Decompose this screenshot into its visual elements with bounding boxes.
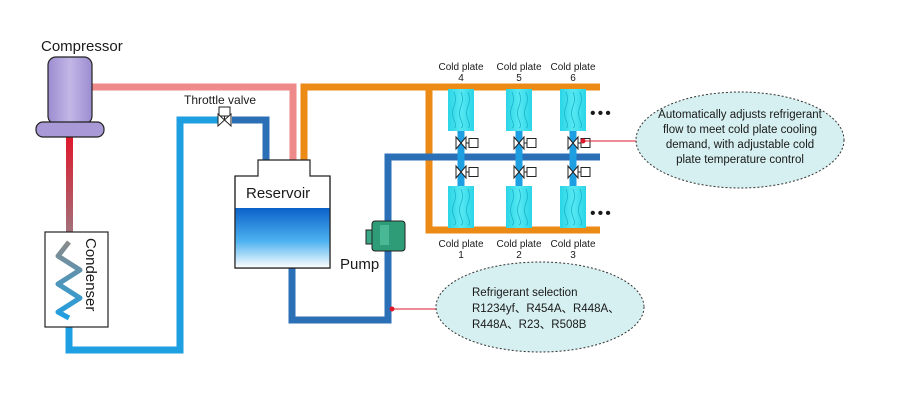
throttle-outlet-pipe: [232, 116, 270, 160]
hot-gas-pipe: [66, 137, 73, 242]
cold-plate-4[interactable]: [448, 89, 474, 131]
compressor[interactable]: [35, 56, 105, 138]
control-callout-dot: [580, 138, 586, 144]
cold-plate-label: Cold plate: [550, 239, 595, 250]
more-plates-ellipsis-top: •••: [590, 105, 613, 122]
discharge-pipe: [92, 83, 297, 160]
pump-label: Pump: [340, 256, 379, 273]
more-plates-ellipsis-bottom: •••: [590, 205, 613, 222]
cold-plate-texture: [510, 91, 528, 129]
cold-plate-array: [448, 89, 591, 228]
cold-plate-label: Cold plate: [496, 239, 541, 250]
cold-plate-labels-bottom: Cold plate 1 Cold plate 2 Cold plate 3: [438, 239, 595, 261]
cold-plate-texture: [564, 91, 582, 129]
cold-plate-2[interactable]: [506, 186, 532, 228]
control-callout-line-1: Automatically adjusts refrigerant: [658, 109, 822, 121]
cold-plate-1[interactable]: [448, 186, 474, 228]
refrigerant-callout-line-2: R1234yf、R454A、R448A、: [472, 303, 620, 315]
cold-plate-texture: [452, 91, 470, 129]
refrigerant-callout-line-1: Refrigerant selection: [472, 287, 577, 299]
cold-plate-label: Cold plate: [438, 62, 483, 73]
control-valve[interactable]: [455, 164, 467, 180]
cold-plate-number: 5: [516, 73, 522, 84]
return-manifold-pipe: [300, 83, 600, 234]
cold-plate-labels-top: Cold plate 4 Cold plate 5 Cold plate 6: [438, 62, 595, 84]
control-callout: Automatically adjusts refrigerant flow t…: [635, 91, 845, 189]
cold-plate-texture: [510, 188, 528, 226]
cold-plate-label: Cold plate: [550, 62, 595, 73]
valve-actuator: [468, 167, 479, 177]
cold-plate-5[interactable]: [506, 89, 532, 131]
cold-plate-label: Cold plate: [438, 239, 483, 250]
valve-actuator: [580, 167, 591, 177]
refrigerant-callout-line-3: R448A、R23、R508B: [472, 319, 587, 331]
cold-plate-number: 3: [570, 250, 576, 261]
control-valve[interactable]: [513, 135, 525, 151]
reservoir-label: Reservoir: [246, 185, 310, 202]
control-valve[interactable]: [567, 135, 579, 151]
valve-actuator: [526, 167, 537, 177]
throttle-valve-label: Throttle valve: [184, 93, 256, 107]
throttle-valve[interactable]: [217, 106, 232, 128]
reservoir[interactable]: [234, 159, 331, 269]
refrigerant-callout: Refrigerant selection R1234yf、R454A、R448…: [435, 261, 645, 353]
control-callout-line-3: demand, with adjustable cold: [666, 139, 814, 151]
liquid-line-pipe: [65, 116, 218, 354]
refrigerant-callout-dot: [389, 306, 395, 312]
valve-actuator: [468, 138, 479, 148]
cold-plate-texture: [452, 188, 470, 226]
cold-plate-number: 1: [458, 250, 464, 261]
condenser-label: Condenser: [82, 238, 99, 311]
cold-plate-number: 6: [570, 73, 576, 84]
control-valve[interactable]: [455, 135, 467, 151]
cold-plate-number: 2: [516, 250, 522, 261]
valve-actuator: [580, 138, 591, 148]
control-valve[interactable]: [513, 164, 525, 180]
cold-plate-number: 4: [458, 73, 464, 84]
control-valve[interactable]: [567, 164, 579, 180]
cold-plate-3[interactable]: [560, 186, 586, 228]
pump[interactable]: [365, 220, 406, 252]
control-callout-line-2: flow to meet cold plate cooling: [663, 124, 817, 136]
valve-actuator: [526, 138, 537, 148]
compressor-label: Compressor: [41, 38, 123, 55]
cold-plate-label: Cold plate: [496, 62, 541, 73]
cold-plate-6[interactable]: [560, 89, 586, 131]
control-callout-line-4: plate temperature control: [676, 154, 804, 166]
cold-plate-texture: [564, 188, 582, 226]
condenser[interactable]: [44, 231, 109, 328]
